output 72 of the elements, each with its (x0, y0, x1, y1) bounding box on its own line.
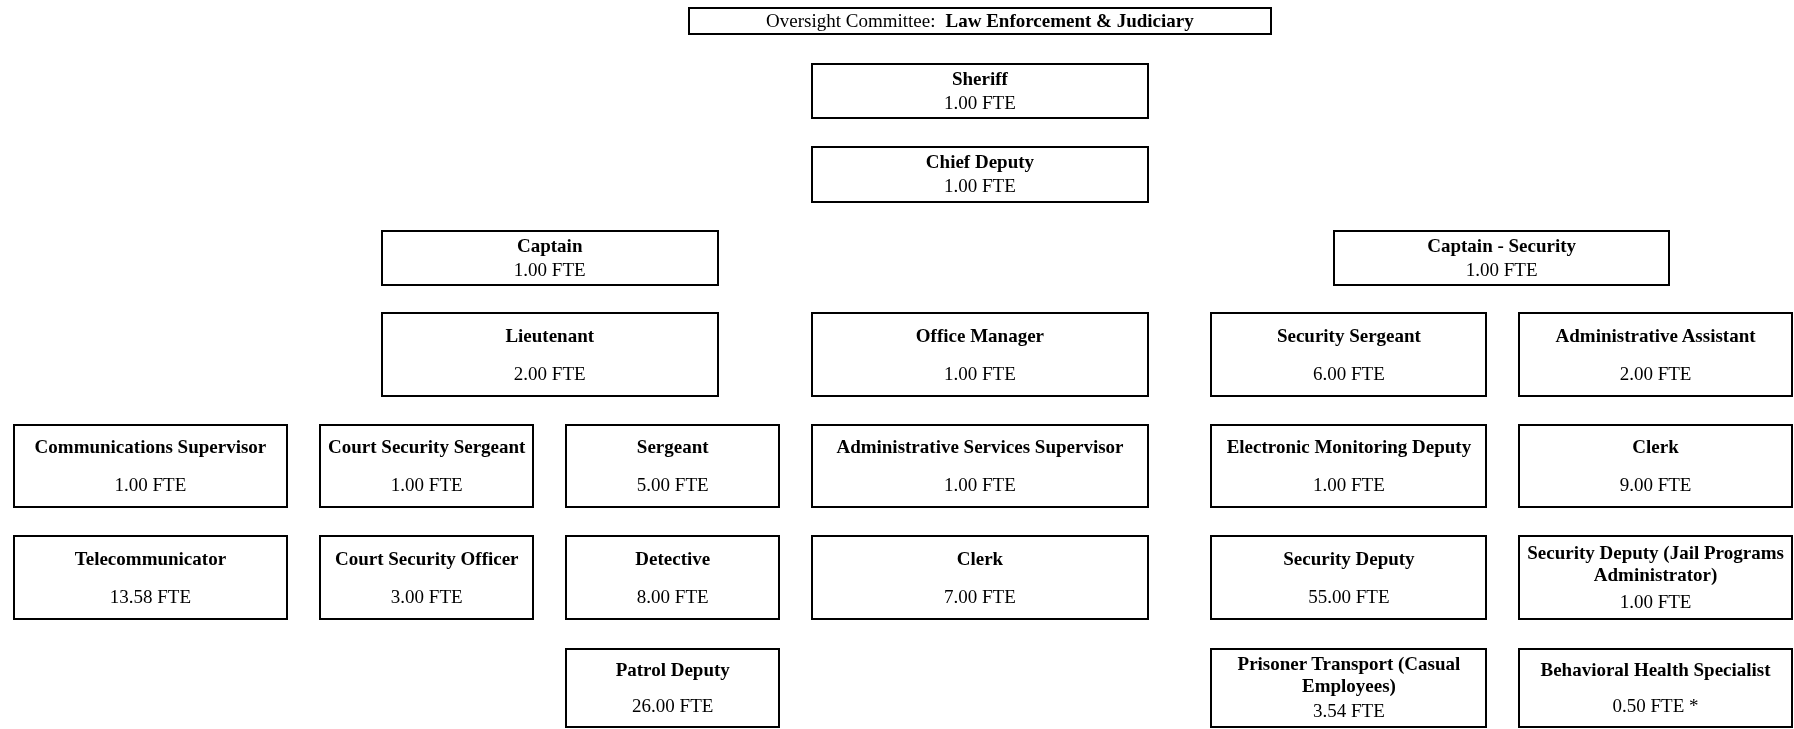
fte-count: 13.58 FTE (109, 585, 192, 608)
fte-count: 2.00 FTE (513, 362, 586, 385)
fte-count: 3.54 FTE (1313, 700, 1385, 723)
fte-count: 1.00 FTE (1313, 474, 1385, 497)
position-title: Detective (635, 547, 711, 570)
fte-count: 26.00 FTE (632, 694, 714, 717)
position-title: Office Manager (915, 324, 1045, 347)
fte-count: 6.00 FTE (1313, 362, 1385, 385)
position-box (1518, 647, 1793, 728)
position-title: Security Deputy (1283, 547, 1415, 570)
fte-count: 3.00 FTE (390, 585, 463, 608)
position-title: Communications Supervisor (34, 436, 267, 459)
position-box (381, 229, 719, 287)
fte-count: 1.00 FTE (1619, 591, 1692, 614)
position-box (565, 647, 781, 728)
position-box (1332, 229, 1671, 287)
position-title: Electronic Monitoring Deputy (1226, 436, 1472, 459)
position-title: Prisoner Transport (Casual Employees) (1236, 653, 1462, 698)
position-box (1518, 535, 1793, 621)
position-title: Sheriff (951, 67, 1008, 90)
position-box (1210, 424, 1488, 508)
position-box (811, 146, 1149, 203)
position-box (381, 312, 719, 397)
position-box (1518, 312, 1793, 397)
position-box (1210, 535, 1488, 621)
fte-count: 1.00 FTE (390, 474, 463, 497)
position-box (319, 535, 535, 621)
position-box (319, 424, 535, 508)
position-title: Telecommunicator (74, 547, 227, 570)
fte-count: 2.00 FTE (1619, 362, 1692, 385)
fte-count: 1.00 FTE (944, 474, 1016, 497)
position-title: Clerk (1632, 436, 1679, 459)
position-box (565, 424, 781, 508)
position-title: Security Deputy (Jail Programs Administrator) (1526, 542, 1785, 587)
fte-count: 1.00 FTE (114, 474, 187, 497)
fte-count: 1.00 FTE (513, 259, 586, 281)
position-title: Sergeant (636, 436, 709, 459)
position-title: Administrative Assistant (1555, 324, 1756, 347)
committee-label: Oversight Committee: (766, 10, 936, 33)
fte-count: 1.00 FTE (944, 91, 1016, 114)
fte-count: 9.00 FTE (1619, 474, 1692, 497)
position-title: Security Sergeant (1276, 324, 1421, 347)
position-title: Chief Deputy (925, 151, 1035, 174)
position-box (1210, 312, 1488, 397)
position-box (12, 424, 289, 508)
position-box (811, 312, 1149, 397)
position-box (1210, 647, 1488, 728)
fte-count: 55.00 FTE (1308, 585, 1390, 608)
position-title: Clerk (956, 547, 1004, 570)
fte-count: 1.00 FTE (1465, 259, 1538, 281)
fte-count: 8.00 FTE (636, 585, 709, 608)
position-title: Captain (517, 235, 583, 257)
position-title: Lieutenant (505, 324, 595, 347)
fte-count: 1.00 FTE (944, 362, 1016, 385)
fte-count: 0.50 FTE * (1612, 694, 1699, 717)
position-box (811, 424, 1149, 508)
fte-count: 7.00 FTE (944, 585, 1016, 608)
position-box (811, 535, 1149, 621)
fte-count: 5.00 FTE (636, 474, 709, 497)
committee-name: Law Enforcement & Judiciary (945, 10, 1194, 33)
position-title: Court Security Officer (334, 547, 519, 570)
position-box (12, 535, 289, 621)
fte-count: 1.00 FTE (944, 175, 1016, 198)
position-box (811, 62, 1149, 119)
position-title: Court Security Sergeant (328, 436, 526, 459)
position-title: Behavioral Health Specialist (1540, 658, 1771, 681)
position-title: Patrol Deputy (615, 658, 730, 681)
position-title: Captain - Security (1427, 235, 1577, 257)
position-box (565, 535, 781, 621)
committee-box (687, 6, 1273, 36)
position-box (1518, 424, 1793, 508)
position-title: Administrative Services Supervisor (836, 436, 1124, 459)
